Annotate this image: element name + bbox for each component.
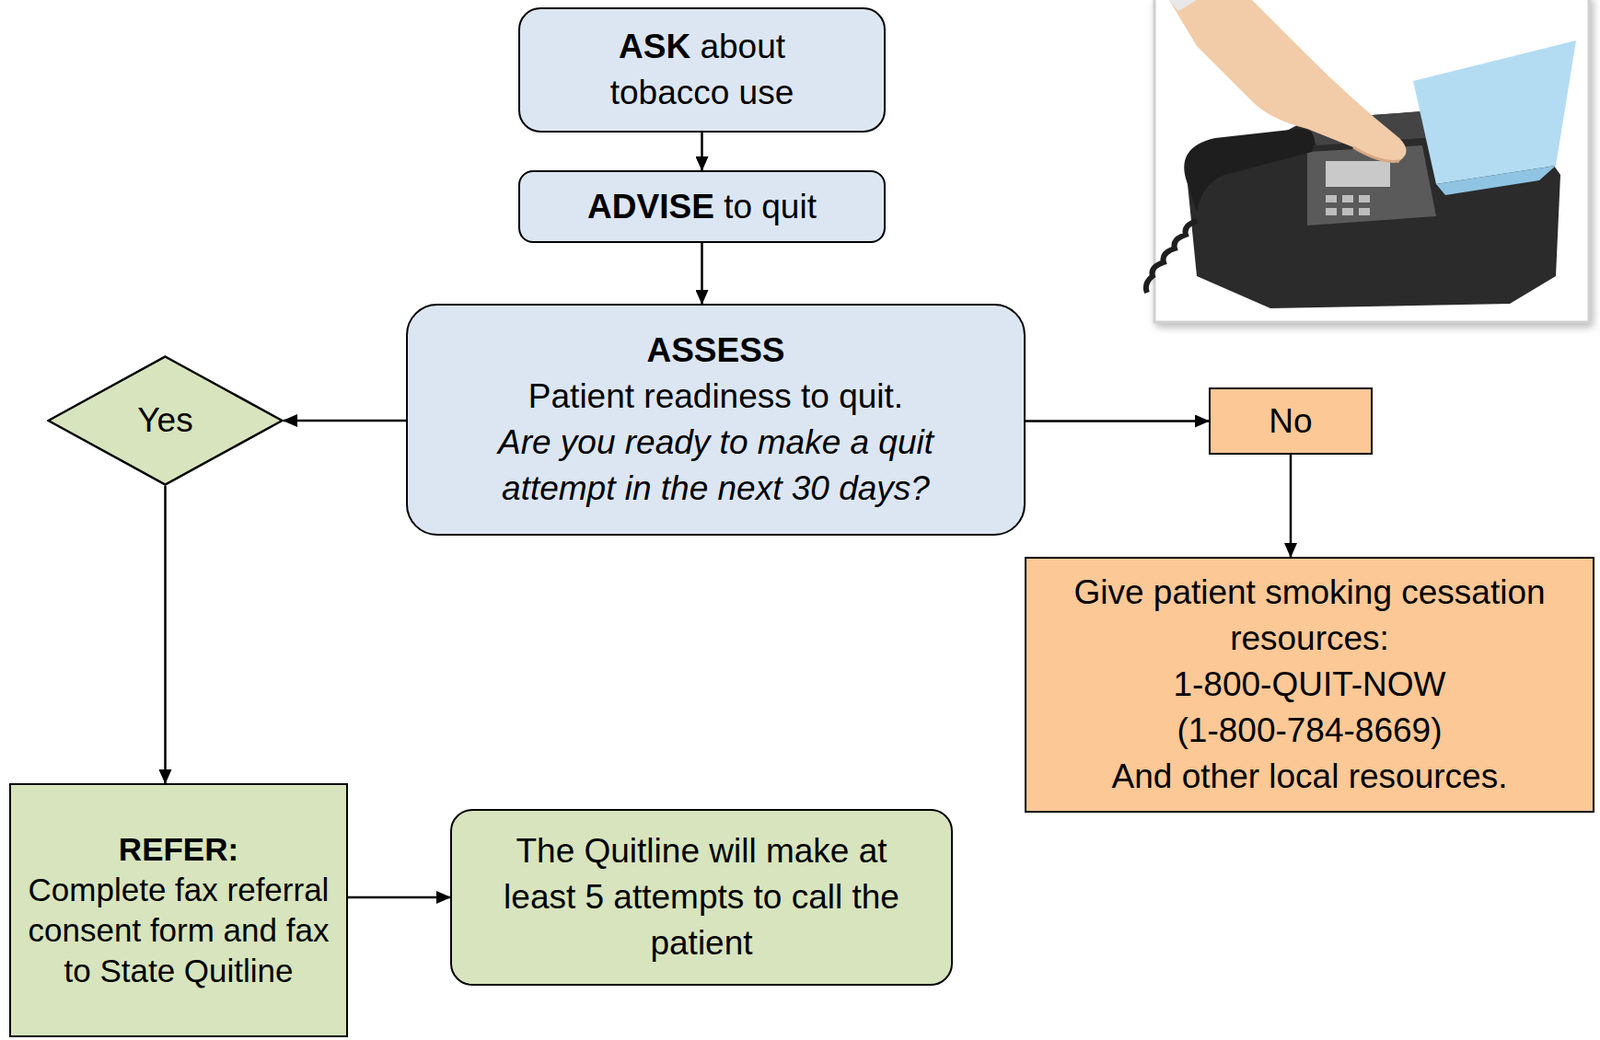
flow-arrow	[163, 486, 167, 784]
resource-box: Give patient smoking cessation resources…	[1024, 556, 1595, 813]
text-line: ASK about tobacco use	[575, 23, 829, 116]
process-box: ASSESSPatient readiness to quit.Are you …	[405, 303, 1026, 536]
flow-arrow	[283, 419, 406, 423]
photo-frame	[1154, 0, 1589, 323]
hand-finger	[1353, 147, 1400, 162]
handset-cord	[1146, 220, 1197, 293]
fax-display	[1325, 161, 1391, 187]
hand	[1169, 0, 1407, 163]
box-text: No	[1268, 398, 1312, 445]
refer-box: REFER:Complete fax referral consent form…	[9, 783, 348, 1038]
box-heading: ASK	[618, 27, 691, 66]
box-text: Yes	[137, 397, 193, 444]
box-text: The Quitline will make at least 5 attemp…	[479, 828, 924, 967]
flow-arrow	[700, 243, 704, 304]
box-text: (1-800-784-8669)	[1177, 707, 1443, 754]
fax-handset	[1183, 128, 1315, 212]
box-text: 1-800-QUIT-NOW	[1172, 661, 1446, 708]
box-text: Patient readiness to quit.	[528, 373, 904, 420]
process-box: ADVISE to quit	[518, 170, 886, 244]
flow-arrow	[1025, 419, 1209, 423]
process-box: ASK about tobacco use	[518, 7, 886, 133]
box-text: And other local resources.	[1112, 753, 1508, 800]
answer-box: No	[1208, 387, 1373, 455]
fax-paper	[1413, 40, 1577, 185]
box-text: to quit	[723, 187, 817, 226]
box-heading: Give patient smoking cessation resources…	[1041, 569, 1578, 662]
box-text: Are you ready to make a quit attempt in …	[440, 419, 991, 512]
box-heading: ADVISE	[587, 187, 715, 226]
flow-arrow	[700, 132, 704, 171]
process-box: The Quitline will make at least 5 attemp…	[450, 809, 953, 986]
box-text: Complete fax referral consent form and f…	[20, 869, 337, 992]
flow-arrow	[1289, 454, 1293, 557]
decision-diamond: Yes	[46, 355, 284, 487]
box-heading: REFER:	[118, 829, 239, 870]
text-line: ADVISE to quit	[587, 184, 817, 231]
fax-keys	[1325, 195, 1370, 216]
fax-panel	[1307, 145, 1437, 226]
sleeve	[1169, 0, 1197, 12]
box-heading: ASSESS	[646, 327, 785, 374]
flow-arrow	[347, 896, 451, 900]
fax-paper-edge	[1436, 165, 1556, 196]
